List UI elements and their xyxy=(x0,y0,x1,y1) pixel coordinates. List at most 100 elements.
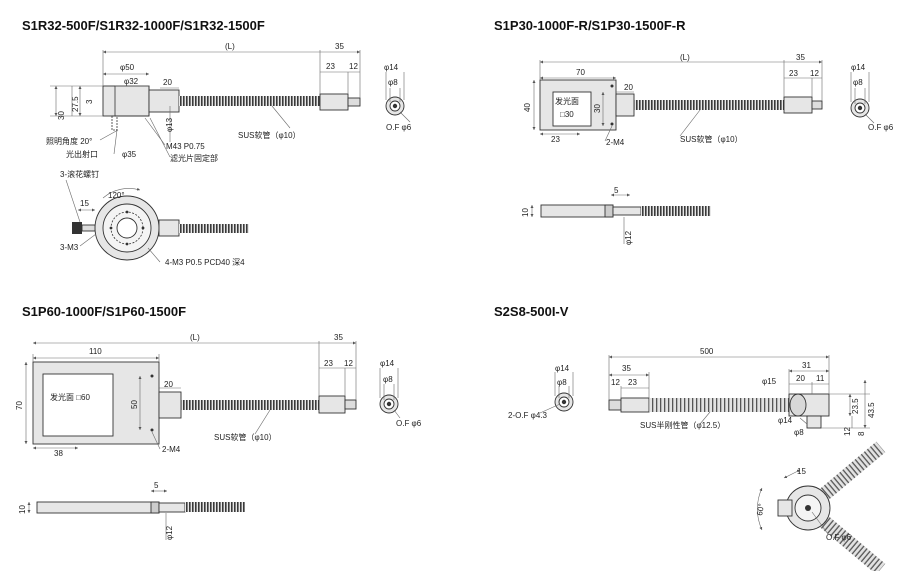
s1p60-sus-label: SUS软管（φ10） xyxy=(214,432,277,442)
s1r32-m3pcd-label: 4-M3 P0.5 PCD40 深4 xyxy=(165,258,245,267)
s1p60-dim-12: 12 xyxy=(344,359,353,368)
s2s8-dim-23: 23 xyxy=(628,378,637,387)
s2s8-dim-15: 15 xyxy=(797,467,806,476)
s1r32-dim-27-5: 27.5 xyxy=(71,96,80,112)
s1r32-dim-35: 35 xyxy=(335,42,344,51)
s1p60-end-of6: O.F φ6 xyxy=(396,419,422,428)
s1r32-angle-label: 照明角度 20° xyxy=(46,136,92,146)
drawing-s2s8: φ14 φ8 2-O.F φ4.3 500 35 12 23 31 φ15 xyxy=(508,347,886,571)
s1p60-end-fitting xyxy=(318,395,346,414)
s2s8-end-fitting xyxy=(620,397,650,413)
drawing-s1p60: (L) 35 110 23 12 70 20 50 发光面 □60 38 2-M… xyxy=(15,333,422,540)
s1p30-emit-face xyxy=(552,91,592,127)
s1r32-body xyxy=(102,85,150,117)
s1r32-dim-phi35: φ35 xyxy=(122,150,137,159)
s2s8-sus-label: SUS半刚性管（φ12.5） xyxy=(640,420,725,430)
s1p30-dim-20: 20 xyxy=(624,83,633,92)
s1r32-end-of6: O.F φ6 xyxy=(386,123,412,132)
s1p30-dim-70: 70 xyxy=(576,68,585,77)
title-s1p30: S1P30-1000F-R/S1P30-1500F-R xyxy=(494,18,686,33)
s1r32-knurled-screw xyxy=(72,222,82,234)
s1p60-dim-38: 38 xyxy=(54,449,63,458)
s1r32-dim-phi13: φ13 xyxy=(165,117,174,132)
s1p60-dim-50: 50 xyxy=(130,400,139,409)
s2s8-dim-43-5: 43.5 xyxy=(867,402,876,418)
s1p60-face-label: 发光面 □60 xyxy=(50,392,91,402)
s1p60-emit-face xyxy=(42,373,114,437)
s1p30-end-phi8: φ8 xyxy=(853,78,863,87)
s1p60-dim-70: 70 xyxy=(15,401,24,410)
title-s2s8: S2S8-500I-V xyxy=(494,304,569,319)
s2s8-bend-view xyxy=(777,441,886,571)
s1p60-m4-label: 2-M4 xyxy=(162,445,181,454)
s1r32-dim-20: 20 xyxy=(163,78,172,87)
drawing-s1r32: (L) 35 23 12 φ50 φ32 20 30 27.5 3 φ13 照明… xyxy=(46,42,412,267)
s2s8-dim-12: 12 xyxy=(611,378,620,387)
s1r32-end-fitting xyxy=(319,93,349,111)
s1p30-side-view xyxy=(540,204,614,218)
s1r32-angle-120: 120° xyxy=(108,191,125,200)
title-s1r32: S1R32-500F/S1R32-1000F/S1R32-1500F xyxy=(22,18,265,33)
s2s8-dim-35: 35 xyxy=(622,364,631,373)
s1r32-dim-12: 12 xyxy=(349,62,358,71)
s1p60-flex-tube xyxy=(181,400,341,410)
s2s8-of43-label: 2-O.F φ4.3 xyxy=(508,411,548,420)
s2s8-dim-phi8b: φ8 xyxy=(794,428,804,437)
s1p30-end-phi14: φ14 xyxy=(851,63,866,72)
s1p30-dim-23b: 23 xyxy=(551,135,560,144)
s1p30-face-label: 发光面 xyxy=(555,96,579,106)
s1p60-end-phi8: φ8 xyxy=(383,375,393,384)
s2s8-dim-phi14b: φ14 xyxy=(778,416,793,425)
s1p30-dim-40: 40 xyxy=(523,103,532,112)
s2s8-dim-500: 500 xyxy=(700,347,714,356)
s2s8-dim-11: 11 xyxy=(816,374,825,383)
s1r32-dim-30: 30 xyxy=(57,111,66,120)
s1r32-dim-phi50: φ50 xyxy=(120,63,135,72)
s1p30-flex-tube xyxy=(634,100,794,110)
s1p30-dim-L: (L) xyxy=(680,53,690,62)
s1p30-m4-label: 2-M4 xyxy=(606,138,625,147)
s1r32-dim-phi32: φ32 xyxy=(124,77,139,86)
s1p30-face-size: □30 xyxy=(560,110,574,119)
s1p30-dim-35: 35 xyxy=(796,53,805,62)
s1r32-m3-label: 3-M3 xyxy=(60,243,79,252)
s1p60-dim-35: 35 xyxy=(334,333,343,342)
s1r32-dim-L: (L) xyxy=(225,42,235,51)
s1p30-dim-23: 23 xyxy=(789,69,798,78)
s2s8-dim-phi15: φ15 xyxy=(762,377,777,386)
s1p60-dim-23: 23 xyxy=(324,359,333,368)
s1p60-end-phi14: φ14 xyxy=(380,359,395,368)
s2s8-end-of6: O.F φ6 xyxy=(826,533,852,542)
s1p30-end-fitting xyxy=(783,96,813,114)
s1p30-dim-10: 10 xyxy=(521,208,530,217)
s1p60-side-view xyxy=(36,501,160,514)
s1p60-dim-5: 5 xyxy=(154,481,159,490)
s1r32-dim-15: 15 xyxy=(80,199,89,208)
s1r32-dim-3: 3 xyxy=(85,99,94,104)
s2s8-angle-60: 60° xyxy=(755,503,766,516)
s2s8-dim-8: 8 xyxy=(857,431,866,436)
s2s8-dim-12b: 12 xyxy=(843,427,852,436)
s1p30-sus-label: SUS软管（φ10） xyxy=(680,134,743,144)
drawing-s1p30: (L) 35 70 23 12 40 20 30 发光面 □30 23 2-M4… xyxy=(521,53,894,245)
s1r32-knurl-label: 3-滚花螺钉 xyxy=(60,169,99,179)
s1r32-m43-label: M43 P0.75 xyxy=(166,142,205,151)
s2s8-end-phi8: φ8 xyxy=(557,378,567,387)
s2s8-end-phi14: φ14 xyxy=(555,364,570,373)
s1p60-dim-L: (L) xyxy=(190,333,200,342)
s1r32-exit-label: 光出射口 xyxy=(66,149,98,159)
s1p60-dim-110: 110 xyxy=(89,347,102,356)
s1p30-dim-12: 12 xyxy=(810,69,819,78)
s1r32-sus-label: SUS软管（φ10） xyxy=(238,130,301,140)
s1p60-dim-phi12: φ12 xyxy=(165,525,174,540)
s1p60-dim-10: 10 xyxy=(18,505,27,514)
s1p60-dim-20: 20 xyxy=(164,380,173,389)
s2s8-dim-23-5: 23.5 xyxy=(851,398,860,414)
s1r32-connector xyxy=(148,89,180,113)
s2s8-dim-31: 31 xyxy=(802,361,811,370)
s1r32-end-phi8: φ8 xyxy=(388,78,398,87)
s1p30-dim-5: 5 xyxy=(614,186,619,195)
s1r32-end-phi14: φ14 xyxy=(384,63,399,72)
title-s1p60: S1P60-1000F/S1P60-1500F xyxy=(22,304,187,319)
